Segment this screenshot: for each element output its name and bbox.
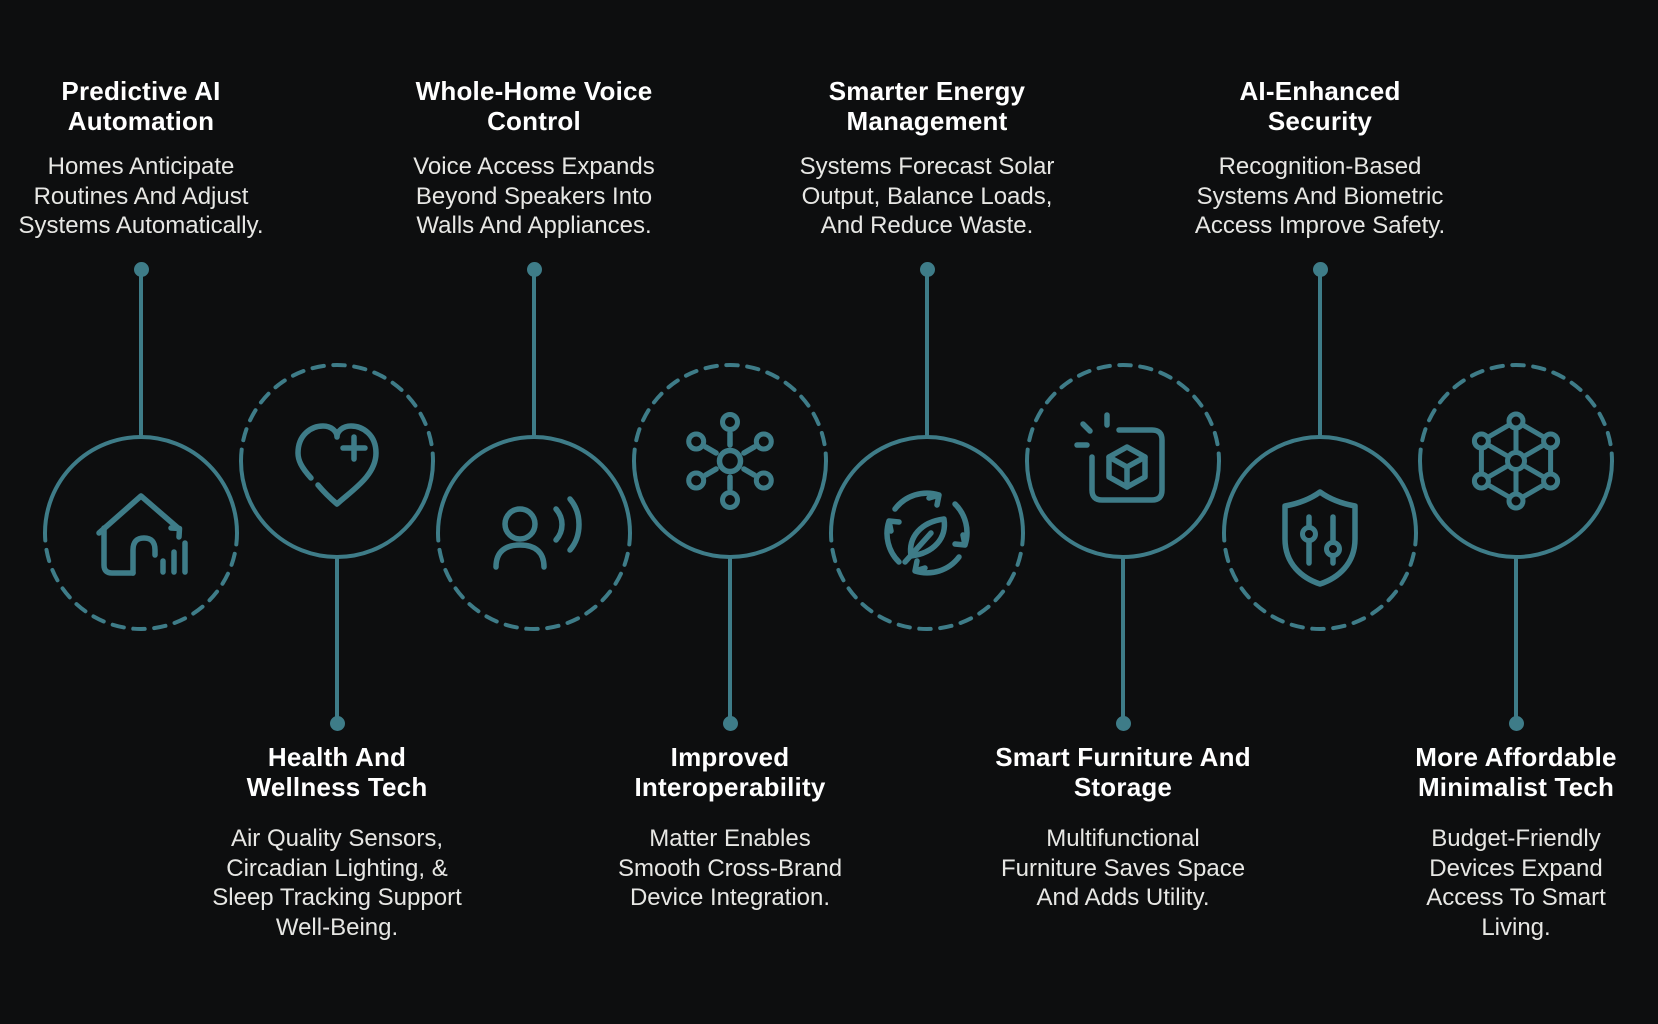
- voice-user-icon: [493, 496, 582, 570]
- circle-ring-dashed: [43, 531, 239, 631]
- circle-ring-dashed: [829, 531, 1025, 631]
- circle-ring-dashed: [436, 531, 632, 631]
- connector-line: [1514, 557, 1518, 723]
- trend-description: Air Quality Sensors, Circadian Lighting,…: [212, 825, 462, 941]
- connector-dot: [722, 715, 738, 731]
- hub-network-icon: [686, 412, 774, 510]
- trend-circle: [43, 435, 239, 631]
- eco-cycle-icon: [884, 490, 970, 576]
- circle-ring-dashed: [1222, 531, 1418, 631]
- trend-circle: [1222, 435, 1418, 631]
- trend-title: Smarter Energy Management: [828, 76, 1026, 136]
- connector-dot: [1115, 715, 1131, 731]
- circle-ring-dashed: [239, 363, 435, 463]
- connector-line: [925, 269, 929, 437]
- connector-line: [728, 557, 732, 723]
- trend-item-health-wellness: Health And Wellness Tech Air Quality Sen…: [187, 0, 487, 1024]
- trend-description: Recognition-Based Systems And Biometric …: [1194, 153, 1446, 239]
- circle-ring-dashed: [1418, 363, 1614, 463]
- trend-title: Health And Wellness Tech: [246, 742, 428, 802]
- trend-circle: [829, 435, 1025, 631]
- circle-ring-dashed: [632, 363, 828, 463]
- circle-ring-dashed: [1025, 363, 1221, 463]
- circle-ring-solid: [43, 435, 239, 535]
- trend-item-predictive-ai: Predictive AI Automation Homes Anticipat…: [0, 0, 291, 1024]
- trend-title: More Affordable Minimalist Tech: [1415, 742, 1617, 802]
- connector-line: [532, 269, 536, 437]
- connector-line: [1318, 269, 1322, 437]
- heart-plus-icon: [295, 423, 379, 507]
- circle-ring-solid: [239, 459, 435, 559]
- connector-dot: [329, 715, 345, 731]
- trend-description: Budget-Friendly Devices Expand Access To…: [1426, 825, 1606, 941]
- trend-item-affordable-tech: More Affordable Minimalist Tech Budget-F…: [1366, 0, 1658, 1024]
- trend-circle: [1025, 363, 1221, 559]
- trend-title: Improved Interoperability: [634, 742, 826, 802]
- trend-title: Whole-Home Voice Control: [415, 76, 653, 136]
- trend-item-ai-security: AI-Enhanced Security Recognition-Based S…: [1170, 0, 1470, 1024]
- smart-home-icon: [96, 493, 188, 576]
- trend-circle: [239, 363, 435, 559]
- trend-title: Smart Furniture And Storage: [995, 742, 1251, 802]
- circle-ring-solid: [829, 435, 1025, 535]
- trend-circle: [1418, 363, 1614, 559]
- trend-item-energy-management: Smarter Energy Management Systems Foreca…: [777, 0, 1077, 1024]
- trend-description: Multifunctional Furniture Saves Space An…: [1000, 825, 1246, 911]
- shield-settings-icon: [1282, 489, 1358, 587]
- connector-dot: [1508, 715, 1524, 731]
- circle-ring-solid: [632, 459, 828, 559]
- trend-item-interoperability: Improved Interoperability Matter Enables…: [580, 0, 880, 1024]
- circle-ring-solid: [1025, 459, 1221, 559]
- trend-item-smart-furniture: Smart Furniture And Storage Multifunctio…: [973, 0, 1273, 1024]
- smart-box-icon: [1074, 412, 1165, 503]
- trend-circle: [632, 363, 828, 559]
- trend-circle: [436, 435, 632, 631]
- connector-line: [335, 557, 339, 723]
- circle-ring-solid: [436, 435, 632, 535]
- trend-description: Homes Anticipate Routines And Adjust Sys…: [18, 153, 264, 239]
- trend-title: Predictive AI Automation: [61, 76, 221, 136]
- trend-title: AI-Enhanced Security: [1239, 76, 1401, 136]
- trend-description: Matter Enables Smooth Cross-Brand Device…: [617, 825, 843, 911]
- connector-line: [1121, 557, 1125, 723]
- circle-ring-solid: [1418, 459, 1614, 559]
- connector-line: [139, 269, 143, 437]
- trend-item-voice-control: Whole-Home Voice Control Voice Access Ex…: [384, 0, 684, 1024]
- trend-description: Systems Forecast Solar Output, Balance L…: [799, 153, 1055, 239]
- circle-ring-solid: [1222, 435, 1418, 535]
- trend-description: Voice Access Expands Beyond Speakers Int…: [413, 153, 655, 239]
- hex-network-icon: [1471, 411, 1561, 511]
